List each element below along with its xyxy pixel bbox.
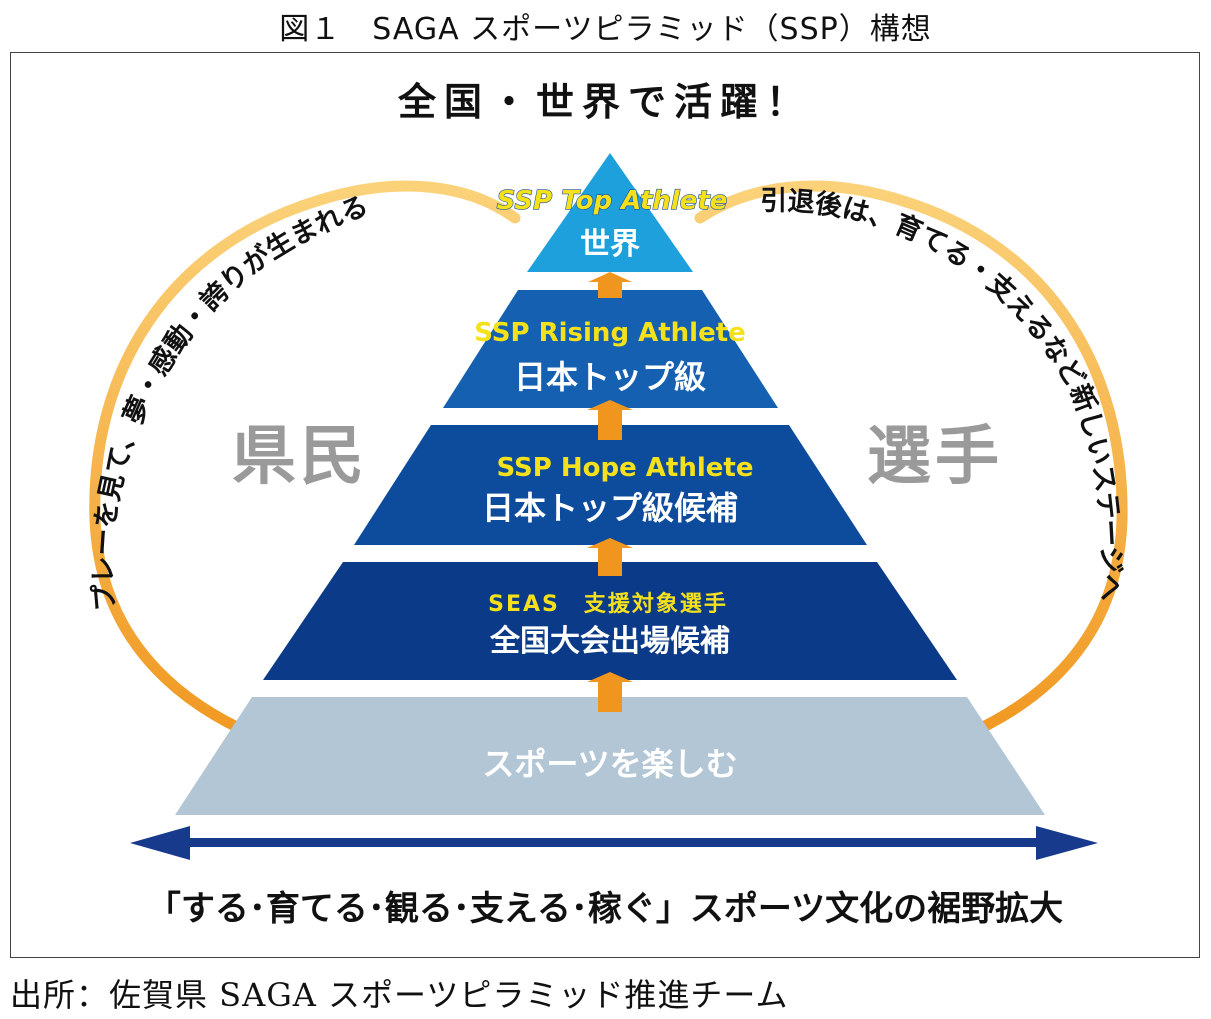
up-arrow-icon xyxy=(587,672,633,712)
double-arrow-icon xyxy=(130,826,1098,860)
left-arc-caption: プレーを見て、夢・感動・誇りが生まれる xyxy=(88,190,373,612)
up-arrow-icon xyxy=(588,272,632,298)
tier-base-main: スポーツを楽しむ xyxy=(482,745,737,783)
right-side-label: 選手 xyxy=(867,420,1003,494)
up-arrow-icon xyxy=(587,538,633,576)
diagram-frame xyxy=(10,52,1200,958)
tier-rising-main: 日本トップ級 xyxy=(514,358,706,396)
tier-seas-main: 全国大会出場候補 xyxy=(489,624,730,659)
tier-rising xyxy=(443,290,778,408)
tier-hope xyxy=(354,425,867,545)
tier-top xyxy=(527,153,693,272)
source-note: 出所：佐賀県 SAGA スポーツピラミッド推進チーム xyxy=(10,976,789,1014)
left-arc-arrow xyxy=(89,180,521,764)
up-arrow-icon xyxy=(587,400,633,440)
figure-title: 図１ SAGA スポーツピラミッド（SSP）構想 xyxy=(279,12,932,47)
tier-top-main: 世界 xyxy=(580,227,640,262)
tier-hope-sub: SSP Hope Athlete xyxy=(497,453,754,483)
tier-base xyxy=(175,697,1045,815)
bottom-caption: 「する･育てる･観る･支える･稼ぐ」スポーツ文化の裾野拡大 xyxy=(147,889,1063,929)
left-side-label: 県民 xyxy=(232,420,368,494)
tier-hope-main: 日本トップ級候補 xyxy=(482,489,738,527)
tier-top-sub: SSP Top Athlete xyxy=(497,186,728,216)
up-arrows xyxy=(587,272,633,712)
tier-seas-sub: SEAS 支援対象選手 xyxy=(488,591,728,617)
headline: 全国・世界で活躍！ xyxy=(397,80,812,124)
tier-rising-sub: SSP Rising Athlete xyxy=(474,318,746,348)
right-arc-arrow xyxy=(694,180,1128,764)
tier-seas xyxy=(263,562,957,680)
